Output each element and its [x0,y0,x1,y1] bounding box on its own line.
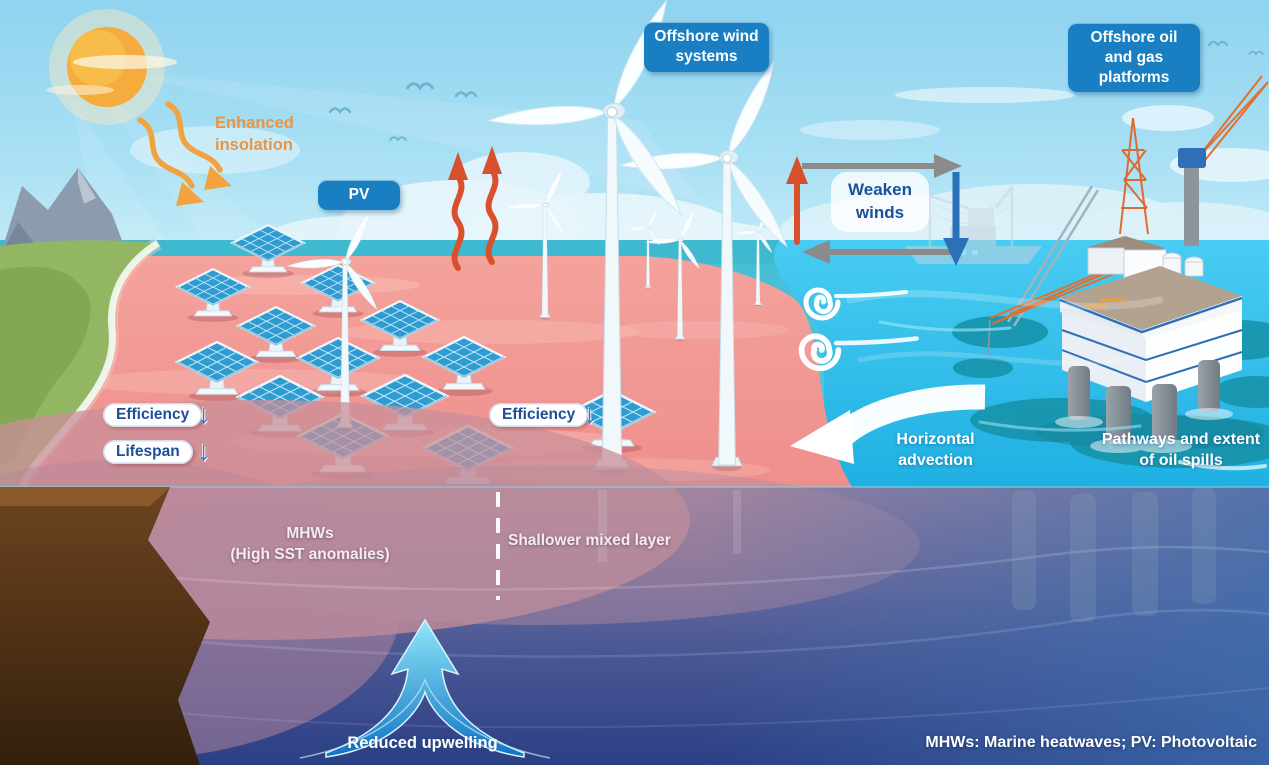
decrease-arrow-icon: ↓ [197,436,211,466]
oil-platform [987,75,1269,453]
heat-arrow-icon [448,146,808,271]
abbreviations-footnote: MHWs: Marine heatwaves; PV: Photovoltaic [925,734,1257,751]
insolation-arrow-icon [137,101,232,206]
weaken-winds-label: Weaken winds [831,172,929,232]
mhws-line2: (High SST anomalies) [230,545,390,563]
decrease-arrow-icon: ↓ [197,399,211,429]
offshore-wind-callout: Offshore wind systems [644,22,769,72]
reduced-upwelling-label: Reduced upwelling [347,734,498,752]
mixed-layer-label: Shallower mixed layer [508,532,671,549]
horizontal-advection-label: Horizontal advection [896,431,975,469]
wind-arrow-right-icon [802,154,962,178]
upwelling-arrow-icon [299,618,551,759]
offshore-oil-gas-callout: Offshore oil and gas platforms [1068,23,1200,93]
pv-efficiency-pill: Efficiency [103,403,203,427]
mhws-label: MHWs (High SST anomalies) [200,524,420,566]
sinking-air-arrow-icon [943,172,969,266]
seafloor-cliff [0,487,210,765]
oil-spills-label: Pathways and extent of oil spills [1101,431,1261,469]
mhws-line1: MHWs [286,525,334,542]
decrease-arrow-icon: ↓ [583,399,597,429]
pv-lifespan-pill: Lifespan [103,440,193,464]
wind-efficiency-pill: Efficiency [489,403,589,427]
pv-callout: PV [318,180,400,210]
enhanced-insolation-label: Enhanced insolation [215,114,294,155]
advection-arrow-icon [790,384,986,464]
wind-arrow-left-icon [802,240,958,264]
sun-icon [46,9,177,125]
